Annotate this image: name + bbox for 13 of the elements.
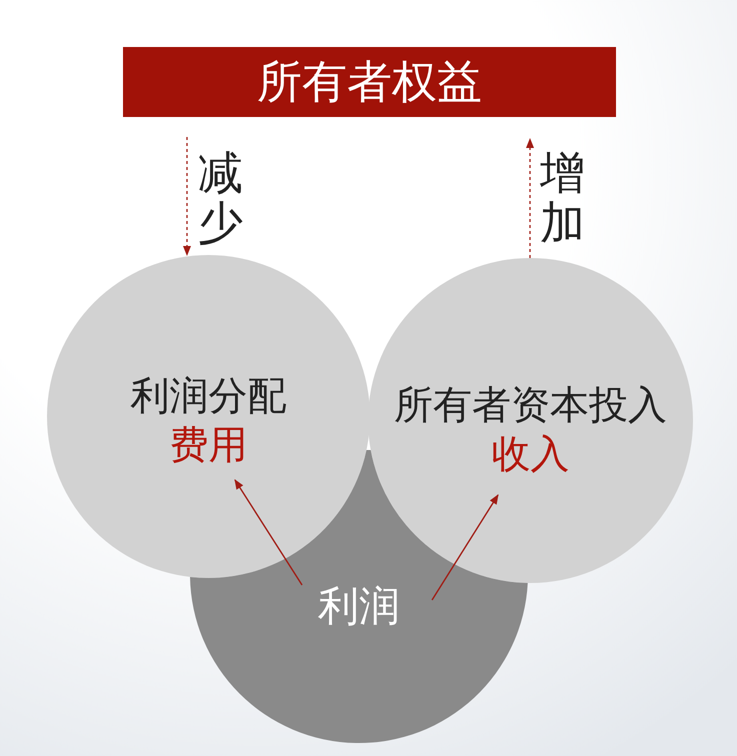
dashed-arrow: [526, 138, 534, 258]
arrow: [234, 479, 303, 586]
edge-label: 增加: [540, 148, 585, 247]
bar-label: 所有者权益: [257, 57, 482, 107]
dashed-arrow: [183, 137, 191, 256]
circle-label: 费用: [170, 422, 248, 470]
circle-label: 利润: [318, 581, 400, 632]
edge-label: 减少: [198, 148, 243, 247]
arrow: [431, 494, 499, 600]
circle-label: 收入: [492, 430, 570, 478]
circle-label: 所有者资本投入: [394, 382, 667, 430]
circle-label: 利润分配: [130, 372, 286, 421]
title-bar: [123, 47, 616, 117]
